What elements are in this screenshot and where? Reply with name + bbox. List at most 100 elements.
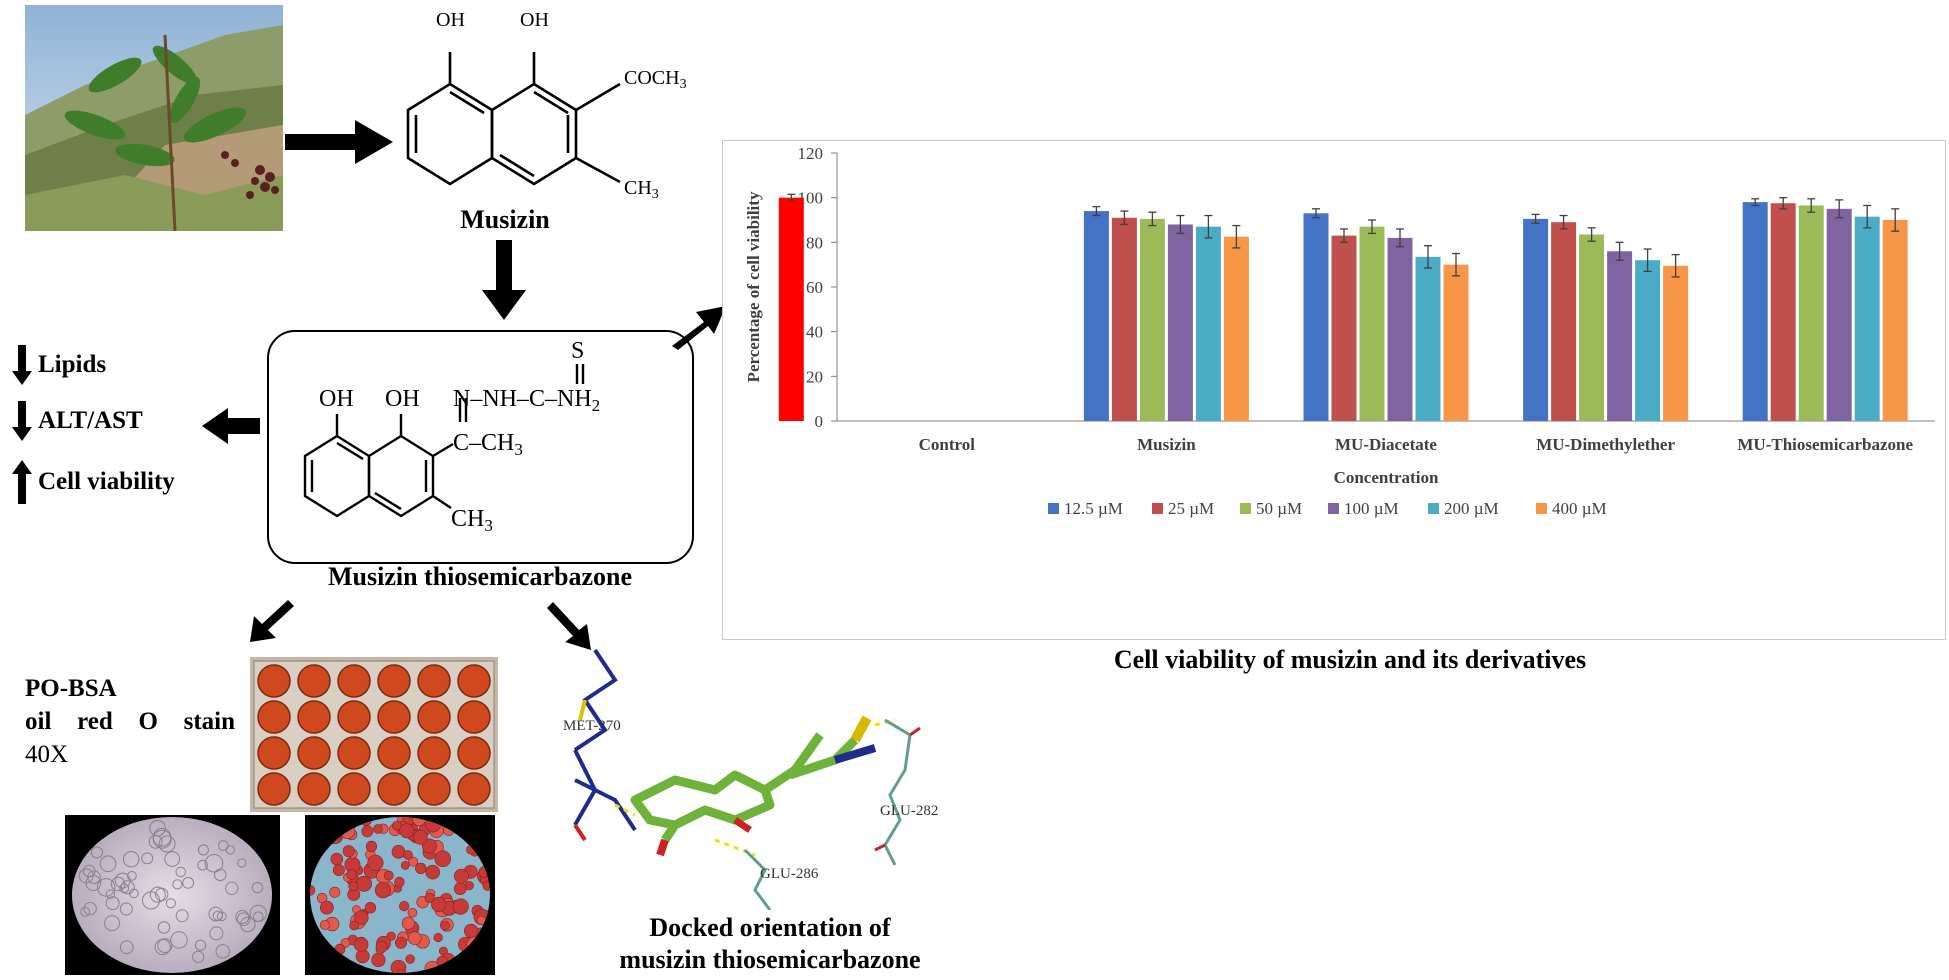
cell	[141, 852, 154, 865]
error-bar	[1368, 219, 1376, 235]
stained-cell	[327, 828, 344, 844]
stained-cell	[346, 869, 358, 880]
bar	[1826, 208, 1852, 421]
cell	[236, 912, 251, 926]
cell	[216, 911, 227, 922]
stained-cell	[440, 920, 450, 931]
y-tick-label: 0	[815, 412, 824, 431]
effect-alt-ast-label: ALT/AST	[38, 407, 143, 434]
cell	[114, 872, 131, 889]
error-bar	[1807, 198, 1816, 213]
stained-cell	[424, 892, 435, 903]
cell	[154, 938, 171, 956]
stained-cell	[391, 844, 406, 859]
bar	[1387, 237, 1413, 421]
error-bar	[1452, 252, 1460, 277]
stained-cell	[474, 837, 489, 852]
po-bsa-line2: oil red O stain	[25, 708, 235, 735]
stained-cell	[453, 882, 467, 895]
cell	[90, 846, 103, 859]
stained-cell	[486, 931, 490, 942]
musizin-methyl: CH3	[624, 177, 659, 202]
well	[417, 736, 451, 770]
stained-cell	[478, 846, 490, 861]
bar	[1579, 234, 1605, 421]
stained-cell	[310, 926, 316, 943]
stained-cell	[452, 898, 469, 915]
tsc-side-methyl: C–CH3	[453, 430, 523, 459]
stained-cell	[310, 817, 318, 832]
cell	[104, 915, 121, 932]
thiosemicarbazone-label: Musizin thiosemicarbazone	[327, 562, 633, 591]
stained-cell	[412, 817, 426, 827]
stained-cell	[342, 845, 355, 858]
stained-cell	[365, 840, 378, 852]
stained-cell	[356, 875, 372, 892]
x-tick-label: MU-Thiosemicarbazone	[1737, 435, 1913, 454]
bar	[1303, 213, 1329, 421]
cell	[237, 858, 247, 868]
arrow-up-right-icon	[672, 306, 726, 350]
cell	[83, 901, 97, 916]
stained-cell	[318, 823, 330, 835]
stained-cell	[399, 823, 415, 839]
legend-label: 25 µM	[1168, 499, 1214, 518]
bar	[1742, 202, 1768, 421]
error-bar	[1312, 208, 1320, 219]
stained-cell	[464, 923, 479, 939]
well	[377, 736, 411, 770]
legend-label: 100 µM	[1344, 499, 1399, 518]
x-tick-label: MU-Dimethylether	[1536, 435, 1675, 454]
stained-cell	[310, 859, 311, 872]
error-bar	[1092, 205, 1101, 217]
cell	[149, 886, 166, 903]
bar	[1443, 264, 1469, 421]
down-arrow-icon	[12, 345, 32, 385]
well	[337, 664, 371, 698]
musizin-label: Musizin	[460, 205, 550, 234]
effect-cell-viability: Cell viability	[12, 460, 175, 504]
legend-swatch	[1240, 503, 1251, 514]
docking-caption-line1: Docked orientation of	[649, 913, 891, 942]
musizin-acetyl: COCH3	[624, 67, 687, 92]
cell	[192, 950, 205, 964]
stained-cell	[401, 916, 415, 930]
well	[337, 736, 371, 770]
cell	[105, 889, 116, 899]
musizin-oh2: OH	[520, 9, 549, 31]
bar	[1854, 216, 1880, 421]
down-arrow-icon	[12, 401, 32, 441]
cell	[215, 944, 231, 959]
stained-cell	[487, 852, 490, 862]
stained-cell	[436, 955, 448, 968]
microscopy-stained-photo	[305, 815, 495, 975]
stained-cell	[310, 830, 314, 842]
stained-cell	[399, 900, 410, 912]
well	[417, 700, 451, 734]
cell	[165, 898, 176, 909]
bar	[1635, 260, 1661, 421]
stained-cell	[486, 956, 490, 967]
cell	[209, 926, 224, 941]
well	[257, 772, 291, 806]
cell	[87, 870, 101, 885]
error-bar	[1531, 213, 1540, 224]
stained-cell	[433, 932, 443, 943]
thiosemicarbazone-structure: OH OH S N–NH–C–NH2 C–CH3 CH3	[303, 338, 600, 535]
residue-glu286: GLU-286	[760, 866, 819, 882]
legend-label: 12.5 µM	[1064, 499, 1123, 518]
cell	[119, 902, 133, 916]
arrow-down-icon	[482, 240, 526, 320]
bar	[1415, 256, 1441, 421]
stained-cell	[403, 850, 413, 860]
well	[457, 736, 491, 770]
residue-glu282: GLU-282	[880, 803, 938, 819]
stained-cell	[326, 954, 340, 968]
arrow-down-right-icon	[547, 602, 591, 650]
stained-cell	[386, 931, 396, 941]
cell	[105, 896, 120, 911]
error-bar	[1424, 245, 1432, 269]
effect-lipids: Lipids	[12, 345, 106, 385]
legend-swatch	[1152, 503, 1163, 514]
well	[297, 700, 331, 734]
